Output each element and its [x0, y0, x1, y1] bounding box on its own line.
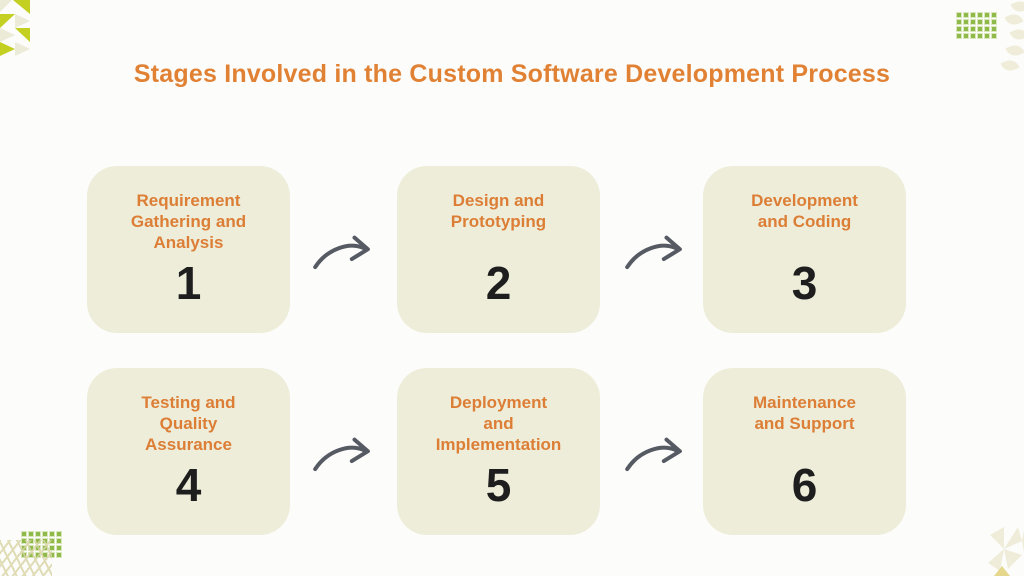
stage-label: Testing and Quality Assurance — [141, 393, 236, 454]
flow-arrow-icon — [625, 437, 682, 472]
stage-label: Design and Prototyping — [450, 191, 547, 231]
stage-number: 5 — [485, 459, 512, 511]
dot-grid-icon — [957, 13, 999, 41]
stage-card-1: Requirement Gathering and Analysis 1 — [87, 166, 290, 333]
stage-card-6: Maintenance and Support 6 — [703, 368, 906, 535]
pinwheel-pattern-icon — [988, 527, 1024, 576]
stage-number: 1 — [175, 257, 202, 309]
stage-card-2: Design and Prototyping 2 — [397, 166, 600, 333]
stage-label: Maintenance and Support — [753, 393, 856, 433]
stage-number: 3 — [791, 257, 818, 309]
page-title: Stages Involved in the Custom Software D… — [133, 60, 891, 88]
flow-arrow-icon — [313, 437, 370, 472]
flow-arrow-icon — [625, 235, 682, 270]
flow-arrow-icon — [313, 235, 370, 270]
stage-card-4: Testing and Quality Assurance 4 — [87, 368, 290, 535]
stage-label: Development and Coding — [751, 191, 858, 231]
stage-number: 6 — [791, 459, 818, 511]
triangle-pattern-icon — [0, 0, 30, 56]
stage-label: Requirement Gathering and Analysis — [130, 191, 247, 252]
stage-card-3: Development and Coding 3 — [703, 166, 906, 333]
stage-label: Deployment and Implementation — [435, 393, 562, 454]
stage-number: 4 — [175, 459, 202, 511]
crosshatch-pattern-icon — [0, 540, 52, 576]
stage-number: 2 — [485, 257, 512, 309]
stage-card-5: Deployment and Implementation 5 — [397, 368, 600, 535]
